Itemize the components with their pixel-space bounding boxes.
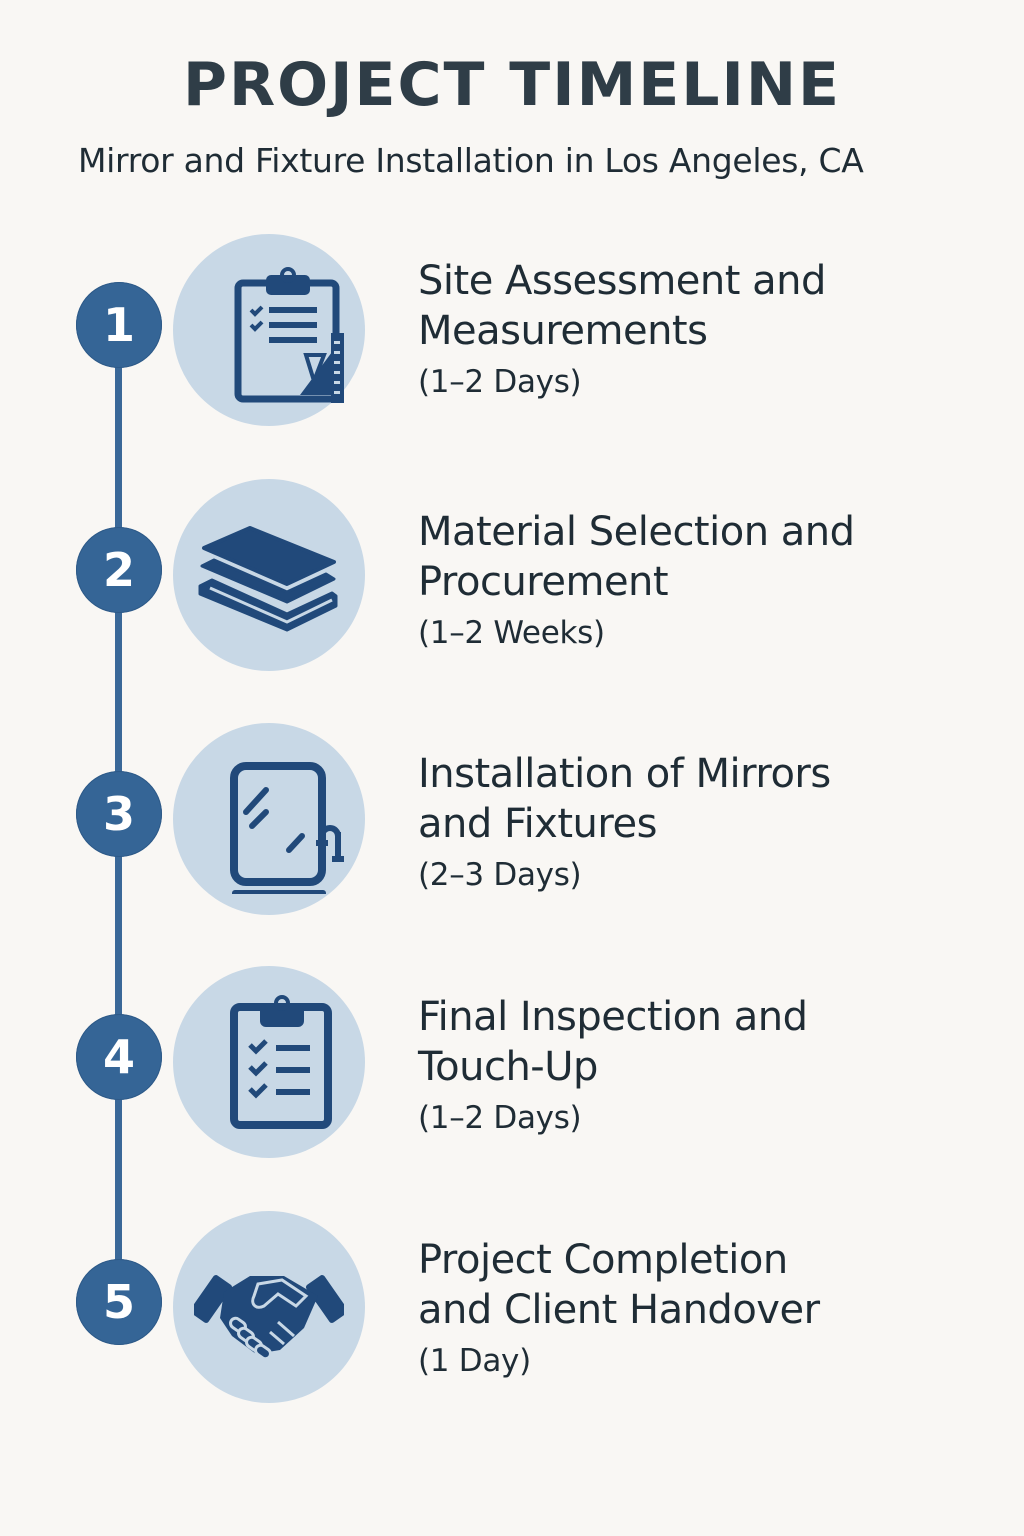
timeline-step-2: 2 Material Selection and Procurement (1–…: [0, 479, 1024, 679]
timeline-step-4: 4 Final Inspection and Touch-Up (1–2 Day…: [0, 966, 1024, 1166]
handshake-icon: [194, 1275, 344, 1361]
step-number-badge: 2: [76, 527, 162, 613]
step-icon-disc: [173, 1211, 365, 1403]
step-text-block: Material Selection and Procurement (1–2 …: [418, 507, 978, 653]
step-duration: (1 Day): [418, 1343, 531, 1379]
step-number-badge: 3: [76, 771, 162, 857]
mirror-faucet-icon: [230, 762, 344, 894]
step-duration: (1–2 Weeks): [418, 615, 605, 651]
timeline-step-3: 3 Installation of Mirrors and Fixtures (…: [0, 723, 1024, 923]
step-title-line2: Measurements: [418, 308, 708, 354]
step-number-badge: 4: [76, 1014, 162, 1100]
step-duration: (2–3 Days): [418, 857, 582, 893]
step-title-line1: Material Selection and: [418, 509, 855, 555]
step-number-badge: 5: [76, 1259, 162, 1345]
step-title-line2: Touch-Up: [418, 1044, 598, 1090]
step-icon-disc: [173, 966, 365, 1158]
step-text-block: Installation of Mirrors and Fixtures (2–…: [418, 749, 978, 895]
checklist-clipboard-icon: [230, 995, 332, 1129]
step-icon-disc: [173, 234, 365, 426]
step-title-line1: Final Inspection and: [418, 994, 808, 1040]
clipboard-ruler-icon: [234, 267, 344, 403]
step-duration: (1–2 Days): [418, 364, 582, 400]
step-title-line2: Procurement: [418, 559, 669, 605]
layers-stack-icon: [198, 526, 338, 632]
step-icon-disc: [173, 723, 365, 915]
page-subtitle: Mirror and Fixture Installation in Los A…: [78, 141, 864, 180]
step-title-line1: Project Completion: [418, 1237, 788, 1283]
step-title-line2: and Client Handover: [418, 1287, 820, 1333]
step-text-block: Site Assessment and Measurements (1–2 Da…: [418, 256, 978, 402]
timeline-step-1: 1 Site Assessment and Measurements (1–2 …: [0, 234, 1024, 434]
step-text-block: Project Completion and Client Handover (…: [418, 1235, 978, 1381]
step-title-line1: Site Assessment and: [418, 258, 826, 304]
step-text-block: Final Inspection and Touch-Up (1–2 Days): [418, 992, 978, 1138]
page-title: PROJECT TIMELINE: [182, 50, 842, 120]
timeline-step-5: 5 Project Completion and Client Handover…: [0, 1211, 1024, 1411]
step-title-line1: Installation of Mirrors: [418, 751, 831, 797]
step-title-line2: and Fixtures: [418, 801, 657, 847]
step-duration: (1–2 Days): [418, 1100, 582, 1136]
step-icon-disc: [173, 479, 365, 671]
step-number-badge: 1: [76, 282, 162, 368]
